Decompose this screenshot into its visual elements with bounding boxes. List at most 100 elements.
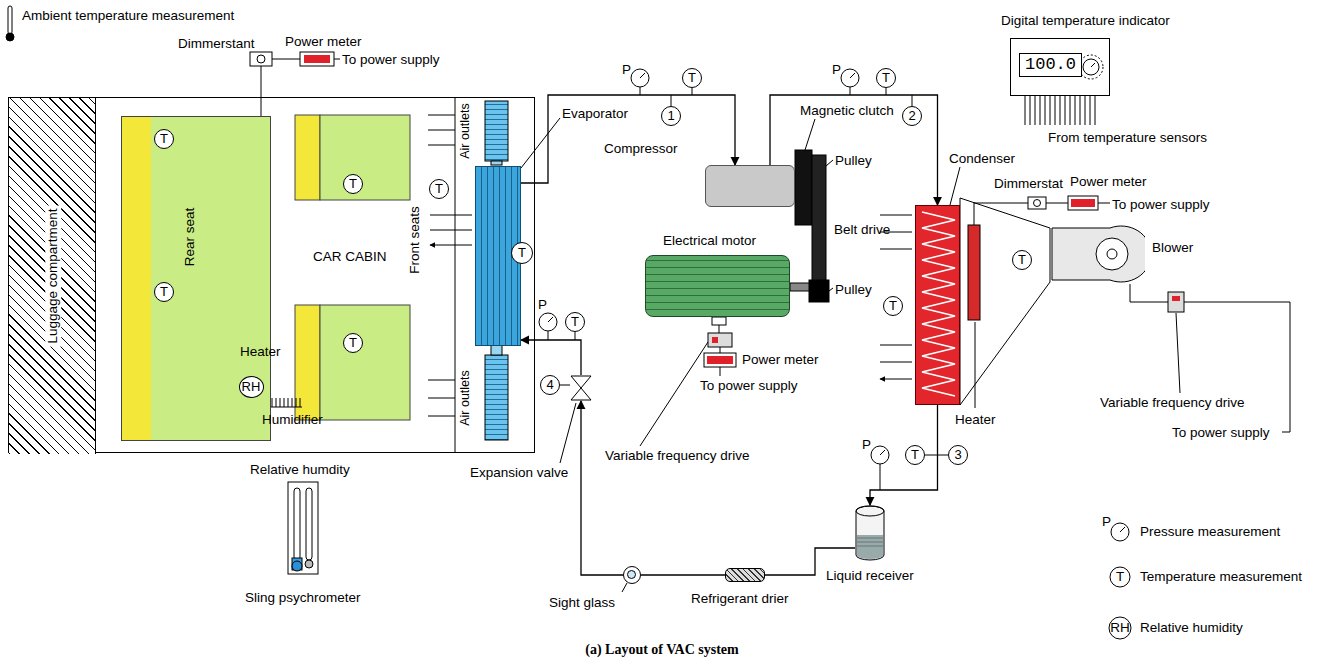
refrigerant-pipe [521, 95, 735, 183]
sensor-circle: 2 [902, 106, 922, 126]
sensor-circle: T [682, 68, 702, 88]
node-text: 4 [546, 378, 553, 393]
sensor-circle: T [1012, 250, 1032, 270]
node-text: Compressor [604, 141, 678, 157]
legend-text: Relative humidity [1140, 620, 1243, 636]
luggage-compartment: Luggage compartment [9, 98, 96, 454]
label-text: From temperature sensors [1048, 130, 1207, 146]
label-text: Air outlets [458, 370, 472, 426]
temperature-indicator: Digital temperature indicator100.0 [1010, 38, 1110, 96]
node-text: Rear seat [182, 208, 198, 267]
refrigerant-pipe [641, 574, 725, 575]
node-text: 3 [954, 448, 961, 463]
label-text: Air outlets [458, 103, 472, 159]
sensor-wire [1030, 96, 1031, 125]
cabin-box: CAR CABINLuggage compartmentRear seatTTT… [8, 97, 535, 453]
label-text: Heater [955, 412, 996, 428]
node-text: Luggage compartment [45, 205, 61, 346]
label-text: Pulley [835, 282, 872, 298]
node-text: Expansion valve [470, 465, 568, 481]
node-text: Evaporator [562, 106, 628, 122]
figure-caption: (a) Layout of VAC system [585, 642, 738, 658]
sensor-wire [1060, 96, 1061, 125]
refrigerant-pipe [870, 405, 938, 505]
legend-text: Pressure measurement [1140, 524, 1280, 540]
shape-art [570, 375, 592, 401]
label-text: RH [1110, 620, 1130, 636]
node-text: T [571, 315, 579, 330]
node-text: T [889, 299, 897, 314]
sensor-circle: T [343, 174, 363, 194]
sensor-wire [1025, 96, 1026, 125]
sensor-circle: T [905, 445, 925, 465]
node-text: CAR CABIN [313, 249, 387, 265]
sensor-wire [1055, 96, 1056, 125]
liquid-receiver: Liquid receiver [855, 505, 885, 561]
node-text: 100.0 [1019, 53, 1082, 77]
sensor-wire [1095, 96, 1096, 125]
shape-art [624, 567, 639, 582]
label-text: Power meter [1070, 174, 1147, 190]
label-text: P [832, 62, 841, 78]
label-text: To power supply [1112, 197, 1210, 213]
node-text: T [349, 336, 357, 351]
node-text: 2 [908, 109, 915, 124]
node-text: Electrical motor [663, 233, 756, 249]
refrigerant-pipe [581, 401, 623, 575]
label-text: Belt drive [834, 222, 890, 238]
sensor-wire [1035, 96, 1036, 125]
label-text: P [538, 297, 547, 313]
legend-text: Temperature measurement [1140, 569, 1302, 585]
node-text: 1 [667, 109, 674, 124]
label-text: P [1102, 514, 1111, 530]
sensor-circle: T [511, 242, 533, 264]
sensor-wire [1090, 96, 1091, 125]
node-text: T [688, 71, 696, 86]
label-text: Sling psychrometer [245, 590, 361, 606]
evaporator: EvaporatorT [475, 166, 521, 346]
label-text: Power meter [742, 352, 819, 368]
compressor: Compressor [705, 165, 795, 207]
label-text: Pulley [835, 153, 872, 169]
shape-art [855, 505, 885, 561]
blower: Blower [1050, 222, 1145, 284]
label-text: Heater [240, 344, 281, 360]
sensor-circle: T [565, 312, 585, 332]
label-text: Dimmerstat [994, 176, 1063, 192]
label-text: To power supply [342, 52, 440, 68]
sensor-circle: 1 [661, 106, 681, 126]
electric-motor: Electrical motor [645, 255, 790, 317]
sensor-circle: T [883, 296, 903, 316]
refrigerant-pipe [521, 340, 581, 375]
node-text: Sight glass [549, 595, 615, 611]
node-text: T [911, 448, 919, 463]
sight-glass: Sight glass [623, 566, 641, 584]
node-text: Condenser [949, 151, 1015, 167]
label-text: T [1116, 569, 1124, 585]
sensor-circle: T [154, 282, 174, 302]
node-text: T [349, 177, 357, 192]
label-text: P [622, 62, 631, 78]
label-text: To power supply [1172, 425, 1270, 441]
label-text: To power supply [700, 378, 798, 394]
node-text: Liquid receiver [826, 568, 914, 584]
sensor-wire [1045, 96, 1046, 125]
node-text: RH [242, 380, 261, 395]
node-text: T [1018, 253, 1026, 268]
sensor-circle: 3 [948, 445, 968, 465]
label-text: P [862, 437, 871, 453]
node-text: Refrigerant drier [691, 591, 789, 607]
sensor-circle: T [343, 333, 363, 353]
node-text: T [435, 182, 443, 197]
sensor-wire [1050, 96, 1051, 125]
sensor-wire [1080, 96, 1081, 125]
shape-art [916, 206, 961, 406]
node-text: T [518, 246, 526, 261]
refrigerant-pipe [770, 95, 938, 205]
label-text: Dimmerstant [178, 36, 255, 52]
label-text: Variable frequency drive [605, 448, 750, 464]
condenser: Condenser [915, 205, 960, 405]
sensor-circle: T [154, 129, 174, 149]
label-text: Relative humdity [250, 462, 350, 478]
